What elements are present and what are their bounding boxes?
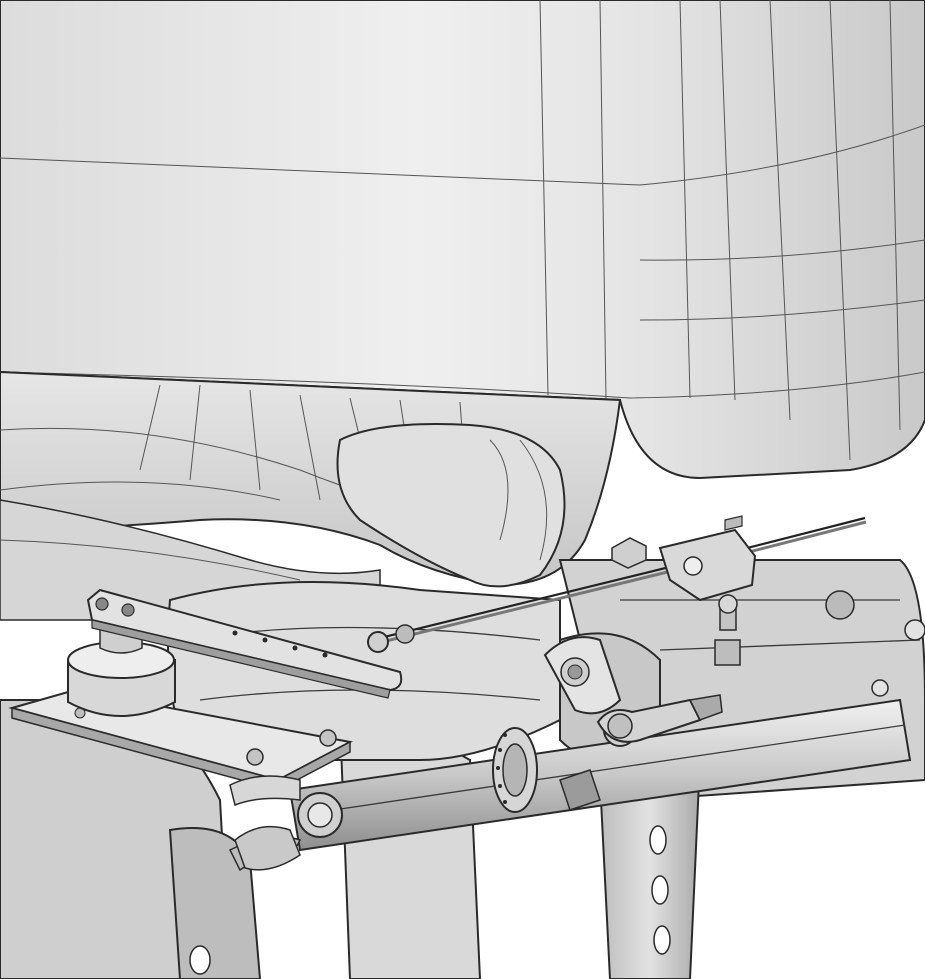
steering-arm bbox=[86, 588, 403, 699]
pivot-arm bbox=[543, 636, 622, 715]
engine-cowling bbox=[0, 0, 925, 480]
lower-cowling bbox=[0, 370, 622, 588]
tie-bar-block bbox=[611, 515, 757, 666]
lower-fitting bbox=[229, 775, 301, 871]
hydraulic-fitting bbox=[559, 694, 723, 811]
